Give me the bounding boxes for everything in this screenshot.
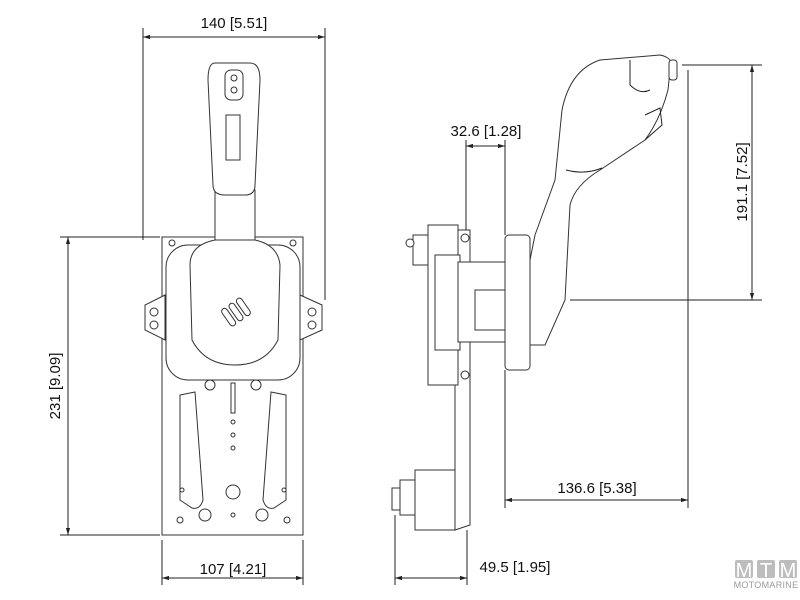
dim-handle-reach: 136.6 [5.38] <box>557 480 636 497</box>
dim-overall-width: 140 [5.51] <box>201 15 268 32</box>
emblem-icon <box>221 297 251 327</box>
side-view <box>391 54 678 531</box>
button-housing <box>224 69 244 101</box>
cable-connector <box>414 469 456 531</box>
hub-cover <box>189 239 281 366</box>
dim-rear-depth: 49.5 [1.95] <box>480 559 551 576</box>
left-slot <box>179 391 204 509</box>
svg-text:MOTOMARINE: MOTOMARINE <box>734 580 799 590</box>
front-view <box>144 62 323 536</box>
motomarine-logo: M T M MOTOMARINE <box>734 560 799 590</box>
left-ear <box>144 294 166 341</box>
dim-hub-offset: 32.6 [1.28] <box>451 123 522 140</box>
right-ear <box>299 294 323 341</box>
handle-slot <box>225 114 241 161</box>
dimension-lines <box>60 28 762 585</box>
dim-handle-height: 191.1 [7.52] <box>734 142 751 221</box>
right-slot <box>262 391 287 509</box>
dim-plate-width: 107 [4.21] <box>200 561 267 578</box>
svg-text:T: T <box>760 560 772 582</box>
handle-side <box>529 54 672 346</box>
svg-text:M: M <box>736 560 753 582</box>
dim-plate-height: 231 [9.09] <box>47 353 64 420</box>
svg-text:M: M <box>780 560 797 582</box>
hub <box>504 234 531 371</box>
